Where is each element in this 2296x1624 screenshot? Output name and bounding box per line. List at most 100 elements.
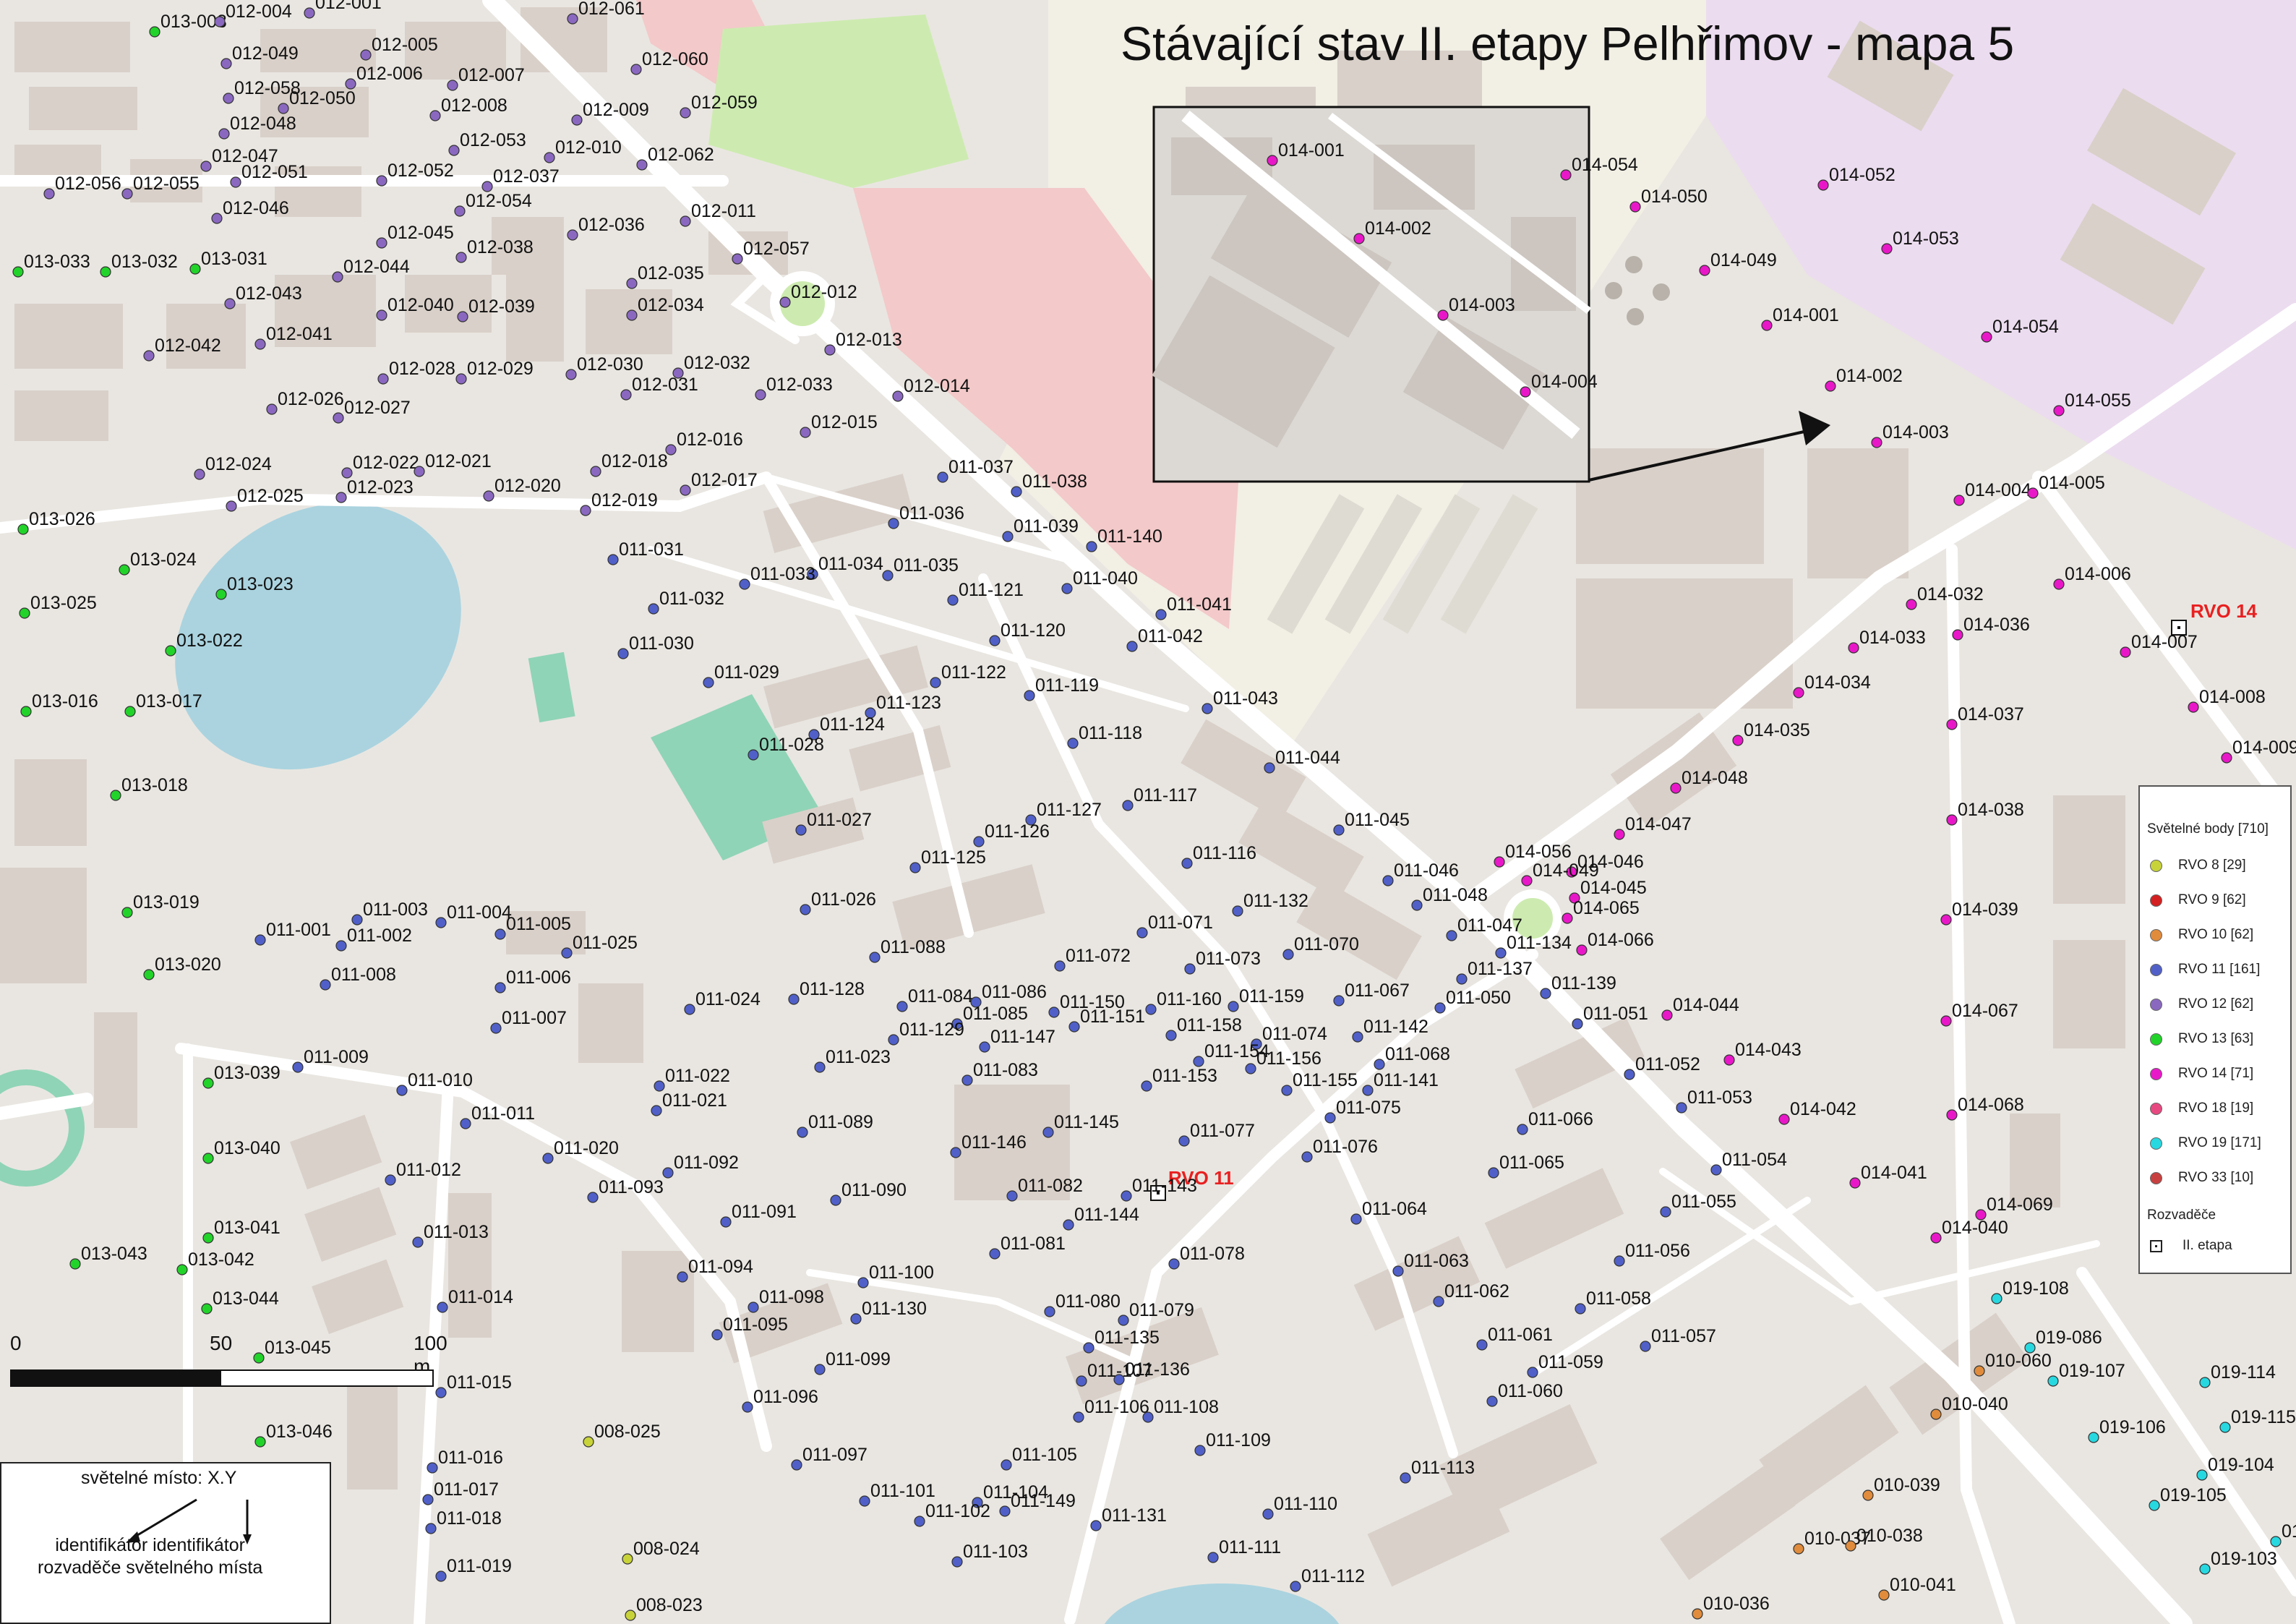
light-point-marker[interactable]: [1232, 905, 1243, 917]
light-point-marker[interactable]: [979, 1041, 990, 1053]
light-point-marker[interactable]: [937, 471, 948, 483]
light-point[interactable]: 011-065: [1488, 1153, 1564, 1179]
light-point[interactable]: 011-104: [972, 1482, 1048, 1508]
light-point[interactable]: 011-096: [742, 1387, 818, 1413]
light-point-marker[interactable]: [636, 159, 648, 171]
light-point[interactable]: 011-156: [1245, 1048, 1322, 1074]
light-point[interactable]: 011-120: [989, 620, 1066, 646]
light-point-marker[interactable]: [567, 13, 578, 25]
light-point[interactable]: 012-056: [43, 174, 121, 200]
light-point[interactable]: 014-068: [1946, 1095, 2024, 1121]
light-point[interactable]: 011-060: [1486, 1381, 1563, 1407]
light-point-marker[interactable]: [2024, 1342, 2036, 1354]
light-point[interactable]: 014-049: [1699, 250, 1777, 276]
light-point[interactable]: 011-072: [1054, 946, 1131, 972]
light-point[interactable]: 012-012: [779, 282, 857, 308]
light-point[interactable]: 014-033: [1848, 628, 1926, 654]
light-point-marker[interactable]: [1940, 914, 1952, 926]
light-point-marker[interactable]: [930, 677, 941, 688]
light-point-marker[interactable]: [892, 390, 904, 402]
light-point-marker[interactable]: [176, 1264, 188, 1275]
light-point-marker[interactable]: [1301, 1151, 1313, 1163]
light-point-marker[interactable]: [448, 145, 460, 156]
light-point[interactable]: 011-110: [1262, 1494, 1337, 1520]
light-point-marker[interactable]: [1324, 1112, 1336, 1124]
light-point-marker[interactable]: [800, 904, 811, 915]
light-point[interactable]: 014-039: [1940, 899, 2018, 926]
light-point-marker[interactable]: [1067, 738, 1079, 749]
light-point-marker[interactable]: [1118, 1315, 1129, 1326]
light-point[interactable]: 011-105: [1001, 1445, 1077, 1471]
light-point[interactable]: 013-041: [202, 1218, 280, 1244]
light-point[interactable]: 011-160: [1145, 989, 1222, 1015]
light-point-marker[interactable]: [1723, 1054, 1735, 1066]
light-point-marker[interactable]: [455, 252, 467, 263]
light-point[interactable]: 014-004: [1520, 372, 1598, 398]
light-point[interactable]: 012-029: [455, 359, 534, 385]
light-point[interactable]: 011-086: [970, 982, 1047, 1008]
light-point[interactable]: 012-019: [580, 490, 658, 516]
light-point-marker[interactable]: [1562, 913, 1573, 924]
light-point[interactable]: 012-048: [218, 114, 296, 140]
light-point-marker[interactable]: [333, 412, 344, 424]
light-point[interactable]: 013-032: [100, 252, 178, 278]
light-point[interactable]: 011-113: [1400, 1458, 1475, 1484]
light-point[interactable]: 011-139: [1540, 973, 1616, 999]
switchboard-rvo-14[interactable]: RVO 14: [2171, 600, 2258, 636]
light-point[interactable]: 012-033: [755, 375, 833, 401]
light-point-marker[interactable]: [1362, 1085, 1374, 1096]
light-point[interactable]: 011-064: [1350, 1199, 1427, 1225]
light-point-marker[interactable]: [292, 1061, 304, 1073]
light-point-marker[interactable]: [1488, 1167, 1499, 1179]
light-point[interactable]: 011-041: [1155, 594, 1232, 620]
light-point-marker[interactable]: [341, 467, 353, 479]
light-point-marker[interactable]: [1878, 1589, 1890, 1601]
light-point-marker[interactable]: [795, 824, 807, 836]
light-point[interactable]: 011-147: [979, 1027, 1055, 1053]
light-point[interactable]: 011-023: [814, 1047, 891, 1073]
light-point[interactable]: 011-042: [1126, 626, 1203, 652]
light-point[interactable]: 011-095: [711, 1315, 788, 1341]
light-point-marker[interactable]: [2188, 701, 2199, 713]
light-point[interactable]: 014-045: [1569, 878, 1647, 904]
light-point[interactable]: 012-015: [800, 412, 878, 438]
light-point-marker[interactable]: [1793, 687, 1804, 698]
light-point-marker[interactable]: [1054, 960, 1066, 972]
light-point[interactable]: 011-031: [607, 539, 684, 565]
light-point[interactable]: 011-098: [748, 1287, 824, 1313]
light-point[interactable]: 011-122: [930, 662, 1006, 688]
light-point[interactable]: 011-088: [869, 937, 946, 963]
light-point[interactable]: 014-004: [1953, 480, 2031, 506]
light-point-marker[interactable]: [220, 58, 232, 69]
light-point[interactable]: 011-146: [950, 1132, 1027, 1158]
light-point[interactable]: 012-007: [447, 65, 525, 91]
light-point-marker[interactable]: [422, 1494, 434, 1505]
light-point[interactable]: 011-121: [947, 580, 1024, 606]
light-point-marker[interactable]: [189, 263, 201, 275]
light-point[interactable]: 011-062: [1433, 1281, 1509, 1307]
light-point-marker[interactable]: [202, 1232, 214, 1244]
light-point[interactable]: 012-051: [230, 162, 308, 188]
light-point-marker[interactable]: [2270, 1536, 2282, 1547]
light-point[interactable]: 012-035: [626, 263, 704, 289]
light-point-marker[interactable]: [1676, 1102, 1687, 1114]
light-point-marker[interactable]: [278, 103, 289, 114]
light-point-marker[interactable]: [1076, 1375, 1087, 1387]
light-point-marker[interactable]: [607, 554, 619, 565]
light-point[interactable]: 011-117: [1122, 785, 1197, 811]
light-point[interactable]: 011-051: [1572, 1004, 1648, 1030]
light-point[interactable]: 014-035: [1732, 720, 1810, 746]
light-point-marker[interactable]: [808, 729, 820, 740]
light-point[interactable]: 011-025: [561, 933, 638, 959]
light-point-marker[interactable]: [888, 1034, 899, 1046]
light-point-marker[interactable]: [494, 982, 506, 993]
light-point-marker[interactable]: [748, 1302, 759, 1313]
light-point[interactable]: 013-042: [176, 1249, 254, 1275]
light-point[interactable]: 008-025: [583, 1422, 661, 1448]
light-point[interactable]: 011-159: [1228, 986, 1304, 1012]
light-point-marker[interactable]: [1521, 875, 1533, 886]
light-point[interactable]: 012-006: [345, 64, 423, 90]
light-point-marker[interactable]: [1281, 1085, 1293, 1096]
light-point-marker[interactable]: [1141, 1080, 1152, 1092]
light-point-marker[interactable]: [651, 1105, 662, 1116]
